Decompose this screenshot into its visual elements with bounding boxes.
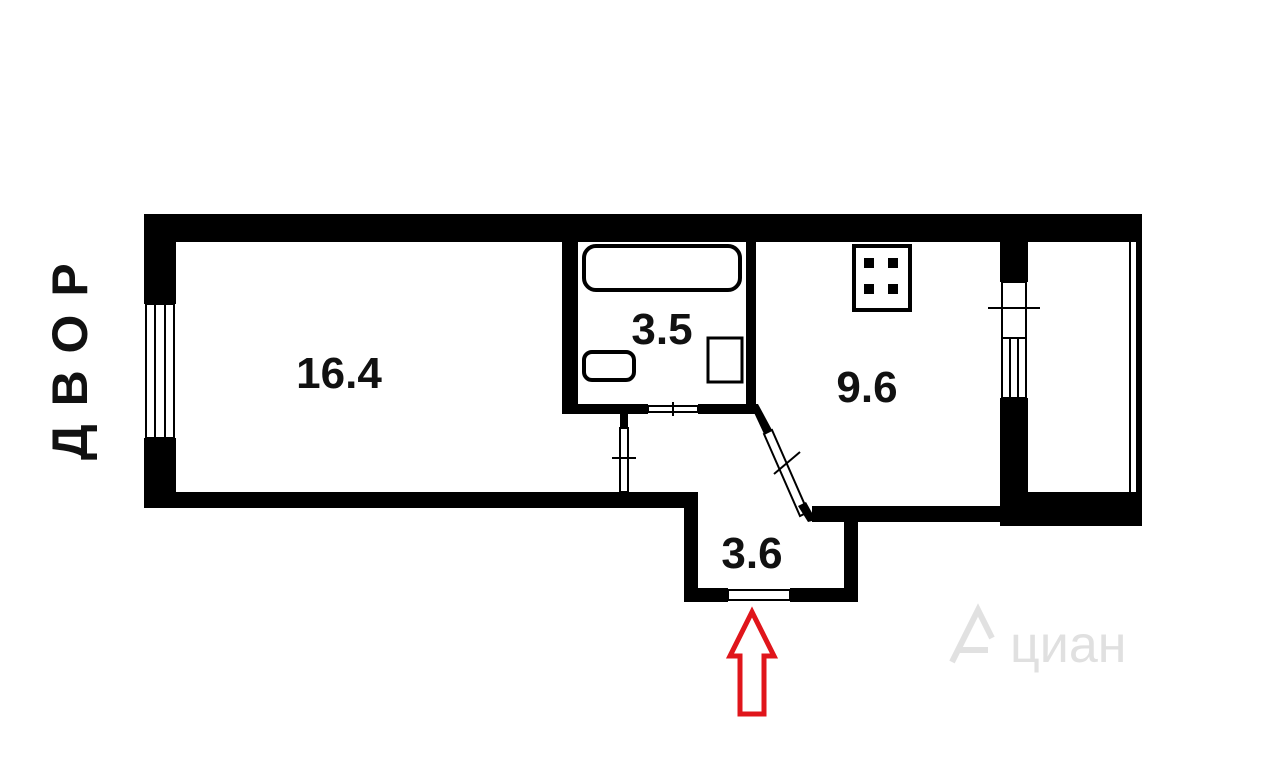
kitchen-area-label: 9.6 [836, 363, 897, 412]
kitchen-door [750, 404, 816, 522]
room-area-label: 16.4 [296, 349, 382, 398]
hall-walls [684, 492, 858, 602]
wall-right [1136, 214, 1142, 526]
watermark-logo: циан [949, 603, 1126, 674]
courtyard-label: ДВОР [42, 245, 98, 460]
room-door [612, 427, 636, 493]
balcony-door [988, 281, 1040, 399]
bathroom-door [647, 402, 699, 416]
toilet-icon [706, 336, 744, 384]
sink-icon [582, 350, 636, 382]
wall-top [144, 214, 1142, 242]
wall-bottom-kitchen [812, 506, 1008, 522]
bathroom-area-label: 3.5 [631, 305, 692, 354]
window-left [145, 303, 175, 439]
entrance-arrow-icon [725, 606, 779, 717]
bathtub-icon [582, 244, 742, 292]
outer-walls [144, 214, 1142, 526]
watermark-text: циан [1010, 616, 1126, 674]
watermark-icon [949, 603, 995, 664]
wall-bottom-room [144, 492, 696, 508]
wall-left-upper [144, 214, 176, 304]
bathroom-walls [562, 240, 756, 414]
kitchen-balcony-wall [1000, 240, 1028, 498]
entrance-door [727, 589, 791, 601]
stove-icon [852, 244, 912, 312]
hall-area-label: 3.6 [721, 529, 782, 578]
wall-room-hall [620, 414, 628, 428]
